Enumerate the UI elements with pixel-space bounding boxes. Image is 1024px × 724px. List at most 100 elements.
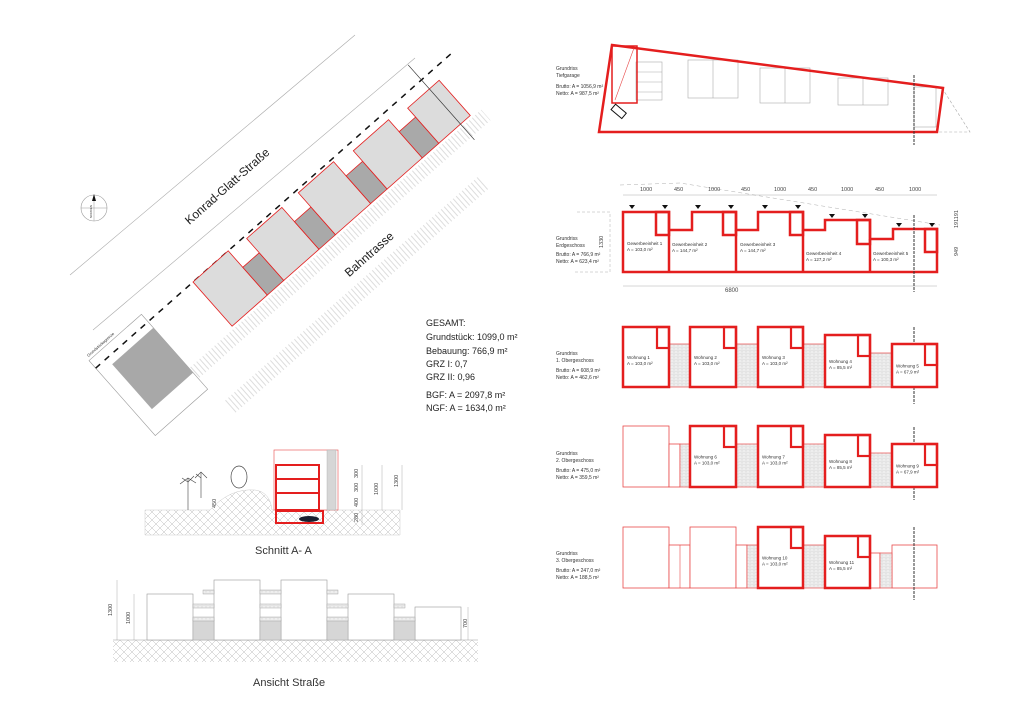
dim-top: 1000 <box>708 187 720 193</box>
dim-top: 1000 <box>841 187 853 193</box>
street-elevation: 1300 1000 700 Ansicht Straße <box>108 579 478 689</box>
stairwell <box>879 552 893 589</box>
apartment-name: Wohnung 6 <box>694 455 717 460</box>
core-box <box>856 333 872 358</box>
core-box <box>789 424 805 449</box>
plan-netto: Netto: A = 188,5 m² <box>556 575 599 581</box>
roof-outline <box>668 443 681 488</box>
totals-heading: GESAMT: <box>426 318 466 328</box>
elevation-balconies <box>192 589 416 622</box>
stairwell <box>802 544 826 589</box>
stairwell <box>668 343 691 388</box>
total-bgf: BGF: A = 2097,8 m² <box>426 390 505 400</box>
unit-name: Gewerbeeinheit 1 <box>627 241 663 246</box>
elevation-building <box>213 579 261 641</box>
core-box <box>722 424 738 449</box>
apartment-area: A = 103,0 m² <box>762 361 788 366</box>
core-box <box>789 525 805 550</box>
apartment-outline <box>756 325 805 389</box>
core-box <box>923 442 939 467</box>
apartment-name: Wohnung 2 <box>694 355 717 360</box>
total-grz1: GRZ I: 0,7 <box>426 359 468 369</box>
building-5 <box>407 79 471 144</box>
section-dimensions <box>361 465 403 525</box>
apartment-area: A = 85,5 m² <box>829 465 853 470</box>
apartment-name: Wohnung 3 <box>762 355 785 360</box>
elevation-building <box>280 579 328 641</box>
core-box <box>722 325 738 350</box>
dim-top: 1000 <box>774 187 786 193</box>
dim-400: 400 <box>354 498 360 507</box>
stairwell <box>802 443 826 488</box>
elevation-title: Ansicht Straße <box>253 677 325 689</box>
total-grz2: GRZ II: 0,96 <box>426 372 475 382</box>
tiefgarage-outline <box>597 43 945 134</box>
dimension-lines <box>575 182 941 287</box>
stairwell <box>802 343 826 388</box>
unit-area: A = 103,0 m² <box>627 247 653 252</box>
apartment-name: Wohnung 9 <box>896 464 919 469</box>
total-bebauung: Bebauung: 766,9 m² <box>426 346 508 356</box>
plan-subtitle: Tiefgarage <box>556 73 580 79</box>
section-garage <box>275 510 324 524</box>
dim-top: 450 <box>808 187 817 193</box>
apartment-name: Wohnung 11 <box>829 560 855 565</box>
street-edge-line <box>92 57 416 331</box>
totals-block: GESAMT: Grundstück: 1099,0 m² Bebauung: … <box>426 318 518 413</box>
car-icon <box>299 516 319 522</box>
apartment-name: Wohnung 5 <box>896 364 919 369</box>
stairwell <box>679 443 691 488</box>
plan-brutto: Brutto: A = 766,9 m² <box>556 252 601 258</box>
plan-netto: Netto: A = 623,4 m² <box>556 259 599 265</box>
plan-title: Grundriss <box>556 236 578 242</box>
dim-300: 300 <box>354 469 360 478</box>
north-label: NORDEN <box>89 205 93 218</box>
apartment-area: A = 103,0 m² <box>762 562 788 567</box>
apartment-area: A = 103,0 m² <box>694 361 720 366</box>
car-icon <box>610 103 627 120</box>
apartment-name: Wohnung 4 <box>829 359 852 364</box>
stairwell <box>735 343 759 388</box>
apartment-outline <box>688 424 738 489</box>
elevation-building <box>146 593 194 641</box>
plan-netto: Netto: A = 462,6 m² <box>556 375 599 381</box>
dim-300: 300 <box>354 483 360 492</box>
core-box <box>655 325 671 350</box>
plan-brutto: Brutto: A = 1056,9 m² <box>556 84 603 90</box>
boundary-label: Grundstücksgrenze <box>86 331 116 358</box>
elevation-building <box>414 606 462 641</box>
plan-subtitle: 1. Obergeschoss <box>556 358 594 364</box>
apartment-name: Wohnung 8 <box>829 459 852 464</box>
section-wall <box>326 449 337 511</box>
apartment-name: Wohnung 7 <box>762 455 785 460</box>
plan-subtitle: Erdgeschoss <box>556 243 585 249</box>
apartment-area: A = 85,5 m² <box>829 566 853 571</box>
roof-outlines <box>622 526 938 589</box>
apartment-outline <box>688 325 738 389</box>
plan-tiefgarage: Grundriss Tiefgarage Brutto: A = 1056,9 … <box>556 43 971 145</box>
apartment-outline <box>756 424 805 489</box>
core-box <box>856 534 872 559</box>
unit-area: A = 144,7 m² <box>740 248 766 253</box>
dim-right-top: 191191 <box>954 210 960 228</box>
unit-name: Gewerbeeinheit 2 <box>672 242 708 247</box>
dim-top: 1000 <box>909 187 921 193</box>
dim-top: 450 <box>875 187 884 193</box>
apartment-name: Wohnung 1 <box>627 355 650 360</box>
plan-netto: Netto: A = 359,5 m² <box>556 475 599 481</box>
elevation-stair-cores <box>192 619 416 641</box>
neighbor-plot-outline <box>88 313 209 436</box>
dim-1000: 1000 <box>126 612 132 624</box>
dim-total: 6800 <box>725 288 739 294</box>
plan-title: Grundriss <box>556 451 578 457</box>
apartment-area: A = 103,0 m² <box>762 461 788 466</box>
core-box <box>654 210 671 237</box>
plan-brutto: Brutto: A = 475,0 m² <box>556 468 601 474</box>
core-box <box>856 433 872 458</box>
north-arrow-icon: NORDEN <box>80 194 108 222</box>
plan-2-obergeschoss: Grundriss 2. Obergeschoss Brutto: A = 47… <box>556 424 939 500</box>
unit-name: Gewerbeeinheit 5 <box>873 251 909 256</box>
ground-hatch <box>144 489 401 536</box>
tree-icon <box>179 471 208 510</box>
section-title: Schnitt A- A <box>255 545 313 557</box>
